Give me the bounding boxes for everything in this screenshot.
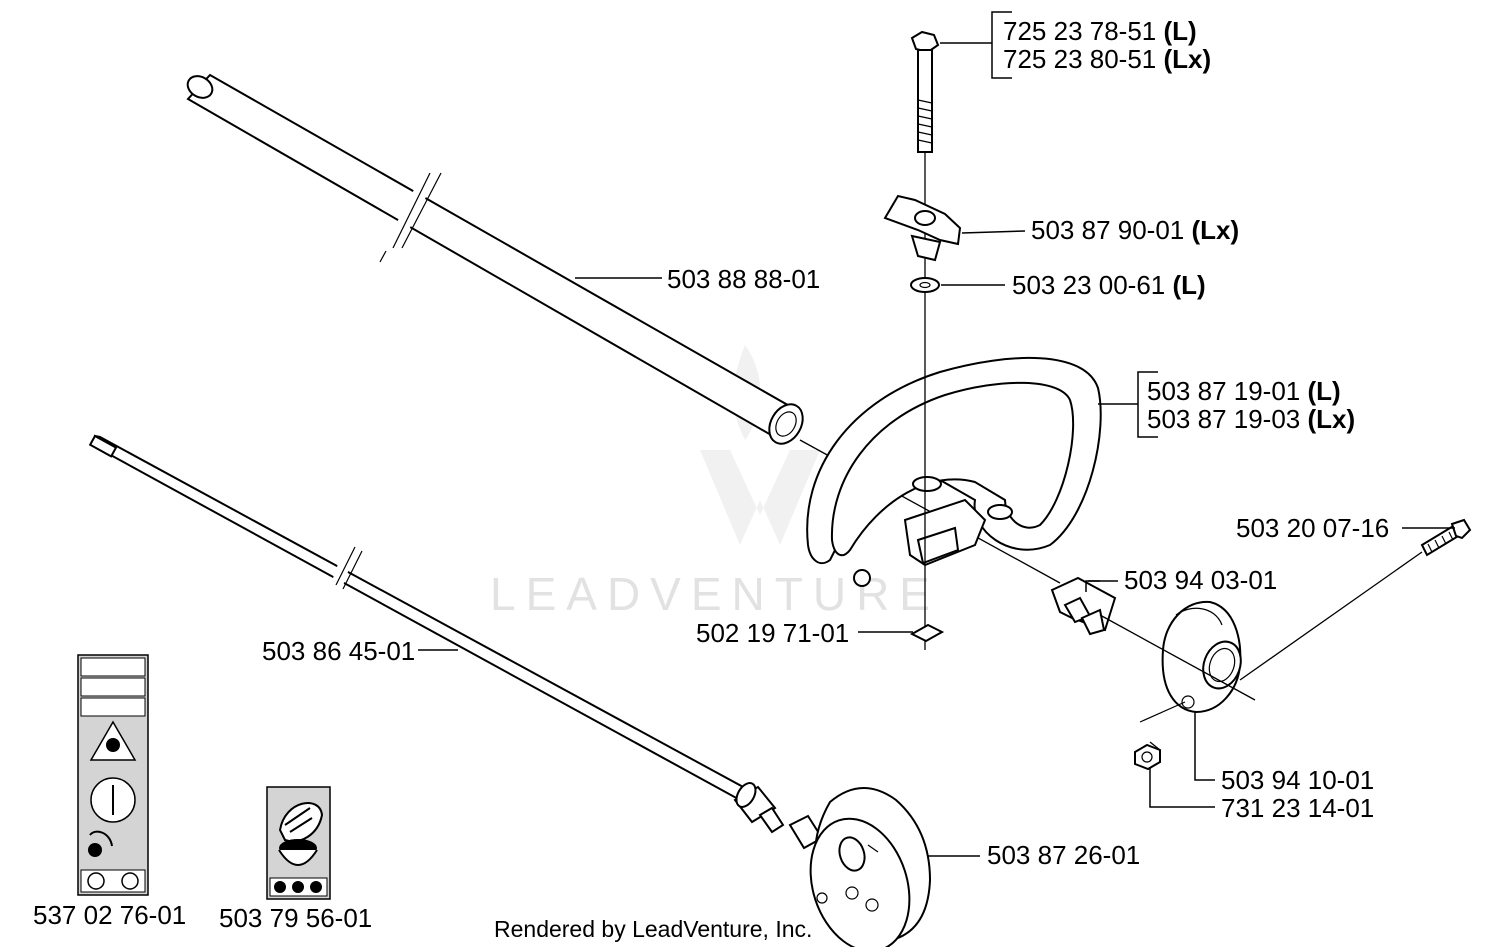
label-drive-shaft: 503 86 45-01: [262, 636, 415, 666]
warning-decal-icon[interactable]: [77, 654, 149, 896]
drive-shaft-part[interactable]: [88, 434, 824, 850]
label-washer: 503 23 00-61 (L): [1012, 270, 1206, 300]
watermark-text: LEADVENTURE: [490, 568, 940, 620]
loop-handle-part[interactable]: [806, 356, 1102, 587]
label-handle-lx: 503 87 19-03 (Lx): [1147, 404, 1355, 434]
label-decal-1: 537 02 76-01: [33, 900, 186, 930]
washer-part[interactable]: [910, 277, 940, 293]
knob-part[interactable]: [883, 194, 962, 262]
screw-part[interactable]: [1420, 518, 1472, 557]
clamp-block-part[interactable]: [1050, 576, 1117, 636]
clutch-drum-part[interactable]: [794, 787, 932, 947]
label-decal-2: 503 79 56-01: [219, 903, 372, 933]
credit-text: Rendered by LeadVenture, Inc.: [494, 916, 812, 942]
bolt-part[interactable]: [910, 30, 940, 153]
label-hex-nut: 731 23 14-01: [1221, 793, 1374, 823]
label-screw: 503 20 07-16: [1236, 513, 1389, 543]
trimmer-decal-icon[interactable]: [266, 786, 331, 900]
label-clutch-drum: 503 87 26-01: [987, 840, 1140, 870]
square-nut-part[interactable]: [909, 623, 945, 643]
shaft-tube-part[interactable]: [184, 72, 810, 450]
label-knob: 503 87 90-01 (Lx): [1031, 215, 1239, 245]
label-tube: 503 88 88-01: [667, 264, 820, 294]
label-bolt-l: 725 23 78-51 (L): [1003, 16, 1197, 46]
label-bolt-lx: 725 23 80-51 (Lx): [1003, 44, 1211, 74]
label-handle-l: 503 87 19-01 (L): [1147, 376, 1341, 406]
label-clamp-block: 503 94 03-01: [1124, 565, 1277, 595]
label-square-nut: 502 19 71-01: [696, 618, 849, 648]
label-bracket: 503 94 10-01: [1221, 765, 1374, 795]
hex-nut-part[interactable]: [1134, 743, 1161, 771]
